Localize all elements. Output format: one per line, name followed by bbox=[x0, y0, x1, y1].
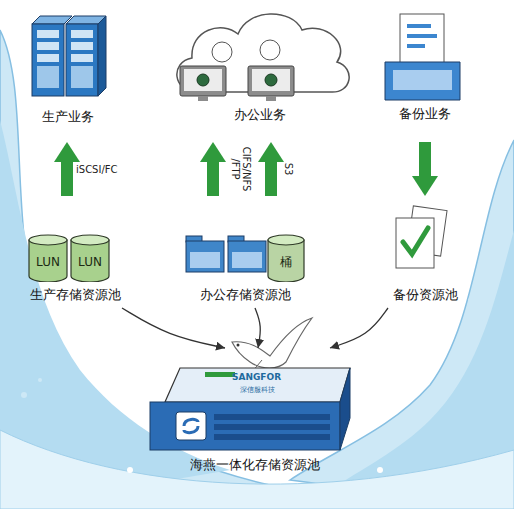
node-label: 海燕一体化存储资源池 bbox=[150, 456, 360, 474]
backup-document-icon bbox=[396, 218, 434, 268]
wave-background bbox=[0, 30, 514, 509]
storage-appliance bbox=[205, 372, 235, 377]
flow-arrow bbox=[255, 308, 260, 348]
cylinder-label: LUN bbox=[28, 234, 68, 282]
cloud-office-icon bbox=[198, 96, 208, 101]
server-icon bbox=[32, 16, 72, 24]
seagull bbox=[232, 318, 312, 372]
backup-document-icon bbox=[403, 228, 428, 254]
storage-appliance bbox=[340, 368, 350, 450]
folder-icon bbox=[232, 252, 262, 268]
cylinder-top bbox=[71, 235, 109, 245]
wave-background bbox=[21, 392, 27, 398]
cylinder-label: LUN bbox=[70, 234, 110, 282]
server-icon bbox=[71, 54, 93, 62]
cylinder-top bbox=[268, 235, 304, 245]
cloud-office-icon bbox=[252, 69, 290, 91]
node-label: 办公业务 bbox=[170, 106, 350, 124]
wave-background bbox=[38, 378, 42, 382]
server-icon bbox=[37, 66, 59, 88]
node-label: 生产业务 bbox=[15, 108, 120, 126]
flow-arrow bbox=[330, 308, 388, 348]
protocol-arrow bbox=[265, 162, 277, 196]
cylinder-label: 桶 bbox=[267, 234, 305, 282]
server-icon bbox=[98, 16, 106, 96]
wave-background bbox=[468, 298, 472, 302]
seagull bbox=[232, 318, 312, 368]
storage-appliance bbox=[176, 412, 206, 440]
storage-appliance bbox=[214, 434, 330, 440]
backup-tray-icon bbox=[407, 24, 431, 28]
cloud-office-icon bbox=[260, 40, 280, 60]
backup-tray-icon bbox=[407, 44, 425, 48]
storage-pool: 备份资源池 bbox=[370, 196, 480, 308]
brand-name: 深信服科技 bbox=[240, 385, 275, 395]
business-group: 生产业务 bbox=[15, 12, 120, 142]
flow-arrow bbox=[122, 308, 225, 348]
storage-appliance bbox=[150, 368, 350, 450]
folder-icon bbox=[186, 241, 224, 272]
cylinder-top bbox=[29, 235, 67, 245]
server-icon bbox=[71, 66, 93, 88]
backup-tray-icon bbox=[393, 70, 452, 90]
bucket-cylinder: 桶 bbox=[267, 234, 305, 282]
cloud-office-icon bbox=[184, 69, 222, 91]
folder-icon bbox=[228, 241, 266, 272]
protocol-label: S3 bbox=[283, 163, 294, 176]
wave-background bbox=[290, 140, 514, 509]
protocol-arrow bbox=[419, 142, 431, 176]
server-icon bbox=[66, 24, 98, 96]
business-group: 办公业务 bbox=[170, 5, 350, 142]
storage-appliance bbox=[214, 424, 330, 430]
folder-icon bbox=[190, 252, 220, 268]
cloud-office-icon bbox=[248, 66, 294, 96]
cloud-office-icon bbox=[177, 14, 349, 92]
server-icon bbox=[37, 54, 59, 62]
wave-background bbox=[377, 467, 383, 473]
backup-tray-icon bbox=[385, 14, 460, 100]
node-label: 备份业务 bbox=[380, 105, 470, 123]
node-label: 生产存储资源池 bbox=[10, 286, 140, 304]
storage-pool: 生产存储资源池 LUNLUN bbox=[10, 196, 140, 308]
folder-icon bbox=[186, 236, 266, 272]
storage-appliance bbox=[214, 414, 330, 420]
protocol-label: CIFS/NFS /FTP bbox=[230, 142, 252, 196]
cloud-office-icon bbox=[197, 74, 209, 86]
cloud-office-icon bbox=[212, 42, 232, 62]
storage-pool: 办公存储资源池 桶 bbox=[175, 196, 315, 308]
wave-background bbox=[477, 317, 483, 323]
wave-background bbox=[127, 467, 133, 473]
protocol-label: iSCSI/FC bbox=[76, 164, 118, 175]
cloud-office-icon bbox=[265, 74, 277, 86]
cloud-office-icon bbox=[266, 96, 276, 101]
node-label: 备份资源池 bbox=[370, 286, 480, 304]
storage-appliance bbox=[150, 402, 340, 450]
server-icon bbox=[71, 42, 93, 50]
node-label: 办公存储资源池 bbox=[175, 286, 315, 304]
seagull bbox=[237, 344, 240, 347]
server-icon bbox=[71, 30, 93, 38]
cloud-office-icon bbox=[180, 66, 226, 96]
server-icon bbox=[32, 24, 64, 96]
brand-name: SANGFOR bbox=[232, 372, 281, 382]
business-group: 备份业务 bbox=[380, 8, 470, 142]
backup-tray-icon bbox=[407, 34, 437, 38]
volume-cylinder: LUN bbox=[28, 234, 68, 282]
protocol-arrow bbox=[207, 162, 219, 196]
volume-cylinder: LUN bbox=[70, 234, 110, 282]
storage-appliance bbox=[165, 368, 350, 402]
backup-document-icon bbox=[396, 206, 447, 268]
protocol-arrow bbox=[61, 162, 73, 196]
server-icon bbox=[37, 30, 59, 38]
server-icon bbox=[37, 42, 59, 50]
cloud-office-icon bbox=[177, 14, 349, 101]
server-icon bbox=[32, 16, 106, 96]
storage-appliance bbox=[184, 419, 198, 432]
backup-tray-icon bbox=[385, 62, 460, 100]
unified-storage-pool: 海燕一体化存储资源池 bbox=[150, 348, 360, 475]
